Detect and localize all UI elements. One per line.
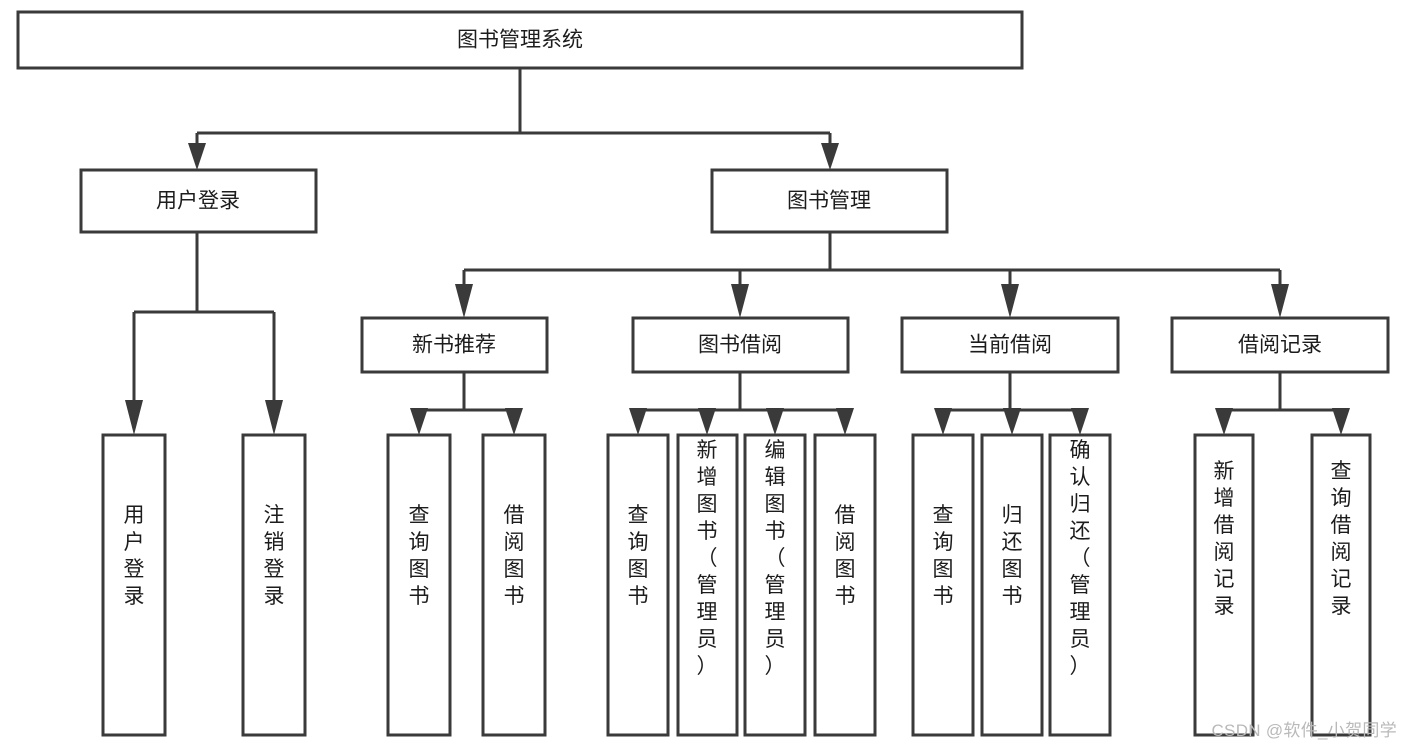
arrow-head-leaf-add-record	[1215, 408, 1233, 435]
leaf-label-logout: 注销登录	[264, 504, 285, 608]
node-current-borrow[interactable]: 当前借阅	[900, 316, 1120, 374]
arrow-head-leaf-edit-book	[766, 408, 784, 435]
leaf-label-add-borrow-record: 新增借阅记录	[1214, 460, 1235, 618]
node-box-book-management	[710, 168, 949, 234]
arrow-head-new-book-rec	[455, 284, 473, 318]
leaf-label-confirm-return: 确认归还（管理员）	[1070, 439, 1091, 678]
leaf-node-query-borrow-record[interactable]: 查询借阅记录	[1310, 433, 1372, 737]
leaf-box-logout	[241, 433, 307, 737]
connector-group-book-mgmt-to-level3	[455, 232, 1289, 318]
node-borrow-record[interactable]: 借阅记录	[1170, 316, 1390, 374]
leaf-node-borrow-book-recommend[interactable]: 借阅图书	[481, 433, 547, 737]
leaf-label-edit-book: 编辑图书（管理员）	[765, 439, 786, 678]
leaf-box-borrow-book-recommend	[481, 433, 547, 737]
leaf-node-query-book-current[interactable]: 查询图书	[911, 433, 975, 737]
node-label-current-borrow: 当前借阅	[968, 334, 1052, 357]
node-label-new-book-recommend: 新书推荐	[412, 334, 496, 357]
leaf-node-return-book[interactable]: 归还图书	[980, 433, 1044, 737]
node-label-borrow-record: 借阅记录	[1238, 334, 1322, 357]
leaf-box-add-borrow-record	[1193, 433, 1255, 737]
leaf-node-confirm-return[interactable]: 确认归还（管理员）	[1048, 433, 1112, 737]
leaf-label-return-book: 归还图书	[1002, 504, 1023, 608]
leaf-label-user-login: 用户登录	[124, 504, 145, 608]
node-label-root-system: 图书管理系统	[457, 29, 583, 52]
arrow-head-leaf-borrow-book-a	[505, 408, 523, 435]
connector-group-borrow-record-to-leaves	[1215, 372, 1350, 435]
leaf-label-query-book-borrow: 查询图书	[628, 504, 649, 608]
leaf-label-borrow-book: 借阅图书	[835, 504, 856, 608]
node-user-login[interactable]: 用户登录	[79, 168, 318, 234]
node-box-current-borrow	[900, 316, 1120, 374]
leaf-box-add-book	[676, 433, 739, 737]
leaf-label-query-book-recommend: 查询图书	[409, 504, 430, 608]
arrow-head-leaf-confirm-return	[1071, 408, 1089, 435]
node-label-user-login: 用户登录	[156, 190, 240, 213]
arrow-head-leaf-borrow-book-b	[836, 408, 854, 435]
leaf-node-borrow-book[interactable]: 借阅图书	[813, 433, 877, 737]
leaf-label-borrow-book-recommend: 借阅图书	[504, 504, 525, 608]
node-box-borrow-record	[1170, 316, 1390, 374]
leaf-box-return-book	[980, 433, 1044, 737]
leaf-box-borrow-book	[813, 433, 877, 737]
leaf-node-logout[interactable]: 注销登录	[241, 433, 307, 737]
leaf-box-user-login	[101, 433, 167, 737]
connector-group-new-book-rec-to-leaves	[410, 372, 523, 435]
leaf-box-edit-book	[743, 433, 807, 737]
node-box-book-borrow	[631, 316, 850, 374]
leaf-box-confirm-return	[1048, 433, 1112, 737]
node-root-system[interactable]: 图书管理系统	[16, 10, 1024, 70]
node-box-new-book-recommend	[360, 316, 549, 374]
connector-group-current-borrow-to-leaves	[934, 372, 1089, 435]
leaf-box-query-book-borrow	[606, 433, 670, 737]
csdn-watermark: CSDN @软件_小贺同学	[1211, 721, 1397, 740]
node-box-root-system	[16, 10, 1024, 70]
leaf-node-user-login[interactable]: 用户登录	[101, 433, 167, 737]
leaf-box-query-book-current	[911, 433, 975, 737]
arrow-head-leaf-return-book	[1003, 408, 1021, 435]
leaf-node-edit-book[interactable]: 编辑图书（管理员）	[743, 433, 807, 737]
arrow-head-leaf-logout	[265, 400, 283, 435]
node-label-book-management: 图书管理	[787, 190, 871, 213]
arrow-head-book-mgmt	[821, 143, 839, 170]
connector-group-book-borrow-to-leaves	[629, 372, 854, 435]
node-book-management[interactable]: 图书管理	[710, 168, 949, 234]
leaf-box-query-borrow-record	[1310, 433, 1372, 737]
leaf-node-query-book-borrow[interactable]: 查询图书	[606, 433, 670, 737]
connector-group-user-login-to-leaves	[125, 232, 283, 435]
leaf-node-add-book[interactable]: 新增图书（管理员）	[676, 433, 739, 737]
connector-group-root-to-level2	[188, 68, 839, 170]
arrow-head-current-borrow	[1001, 284, 1019, 318]
node-label-book-borrow: 图书借阅	[698, 334, 782, 357]
leaf-node-query-book-recommend[interactable]: 查询图书	[386, 433, 452, 737]
arrow-head-book-borrow	[731, 284, 749, 318]
leaf-label-query-borrow-record: 查询借阅记录	[1331, 460, 1352, 618]
leaf-label-add-book: 新增图书（管理员）	[697, 439, 718, 678]
arrow-head-user-login	[188, 143, 206, 170]
arrow-head-leaf-query-book-a	[410, 408, 428, 435]
leaf-label-query-book-current: 查询图书	[933, 504, 954, 608]
node-book-borrow[interactable]: 图书借阅	[631, 316, 850, 374]
arrow-head-leaf-query-record	[1332, 408, 1350, 435]
leaf-node-add-borrow-record[interactable]: 新增借阅记录	[1193, 433, 1255, 737]
arrow-head-leaf-add-book	[698, 408, 716, 435]
arrow-head-leaf-query-book-b	[629, 408, 647, 435]
leaf-box-query-book-recommend	[386, 433, 452, 737]
arrow-head-leaf-query-book-c	[934, 408, 952, 435]
arrow-head-borrow-record	[1271, 284, 1289, 318]
node-new-book-recommend[interactable]: 新书推荐	[360, 316, 549, 374]
arrow-head-leaf-user-login	[125, 400, 143, 435]
node-box-user-login	[79, 168, 318, 234]
